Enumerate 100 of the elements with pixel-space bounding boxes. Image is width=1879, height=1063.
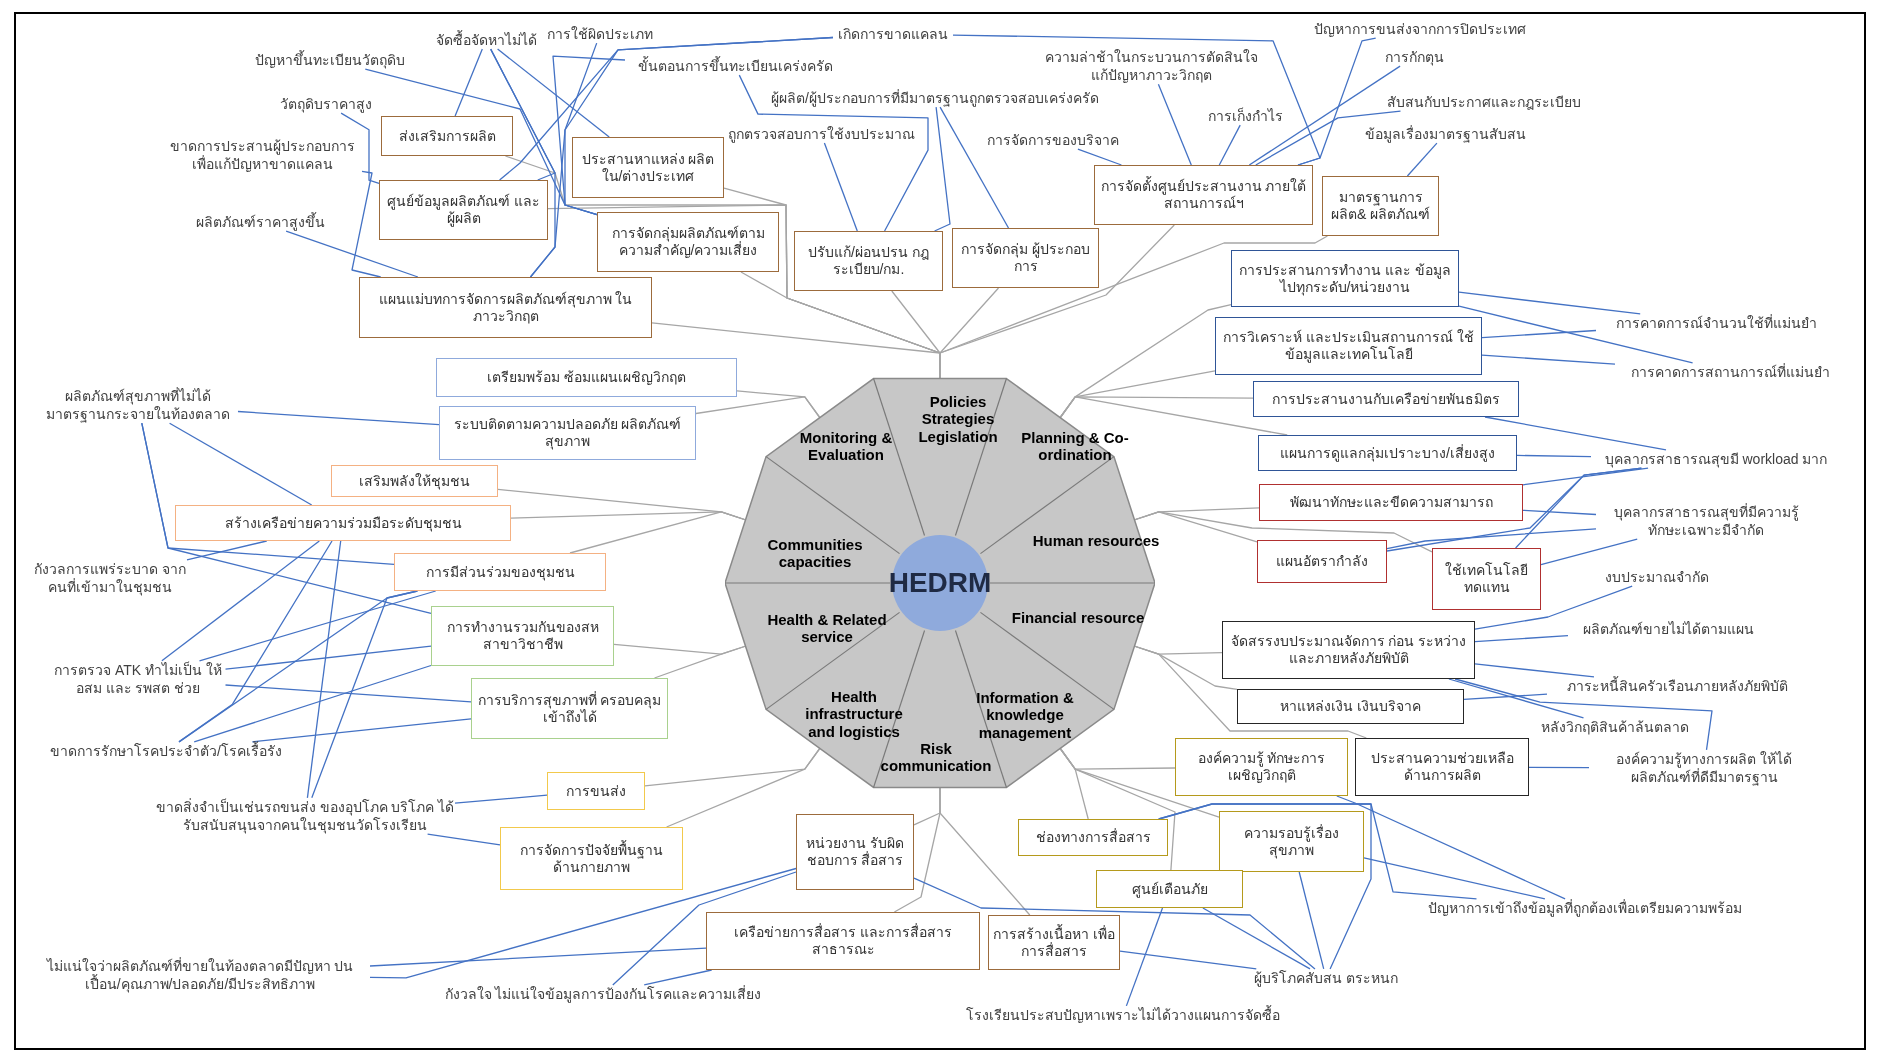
issue-text: สับสนกับประกาศและกฎระเบียบ: [1369, 92, 1599, 112]
issue-text: งบประมาณจำกัด: [1592, 567, 1722, 587]
connector-line: [1158, 803, 1372, 970]
connector-line: [1077, 148, 1123, 166]
connector-line: [1463, 693, 1548, 701]
issue-text: ขาดสิ่งจำเป็นเช่นรถขนส่ง ของอุปโภค บริโภค ได้รับสนับสนุนจากคนในชุมชนวัดโรงเรียน: [155, 797, 455, 835]
issue-text: ปัญหาการเข้าถึงข้อมูลที่ถูกต้องเพื่อเตรียมความพร้อม: [1400, 898, 1770, 918]
issue-text: ผู้ผลิต/ผู้ประกอบการที่มีมาตรฐานถูกตรวจสอบเคร่งครัด: [765, 88, 1105, 108]
connector-line: [1202, 907, 1311, 970]
issue-text: วัตถุดิบราคาสูง: [261, 94, 391, 114]
connector-line: [1125, 907, 1164, 1007]
connector-line: [1406, 142, 1438, 177]
connector-line: [1481, 329, 1597, 339]
connector-line: [1474, 585, 1633, 630]
sector-label: Information & knowledge management: [965, 689, 1085, 741]
issue-text: การเก็งกำไร: [1200, 106, 1290, 126]
strategy-box: หน่วยงาน รับผิดชอบการ สื่อสาร: [796, 814, 914, 890]
connector-line: [168, 422, 313, 506]
connector-line: [237, 410, 440, 426]
sector-label: Risk communication: [876, 739, 996, 775]
strategy-box: ประสานความช่วยเหลือ ด้านการผลิต: [1355, 738, 1529, 796]
strategy-box: ระบบติดตามความปลอดภัย ผลิตภัณฑ์สุขภาพ: [439, 406, 696, 460]
connector-line: [1059, 396, 1288, 436]
strategy-box: แผนแม่บทการจัดการผลิตภัณฑ์สุขภาพ ในภาวะวิกฤต: [359, 277, 652, 338]
connector-line: [1481, 354, 1616, 365]
connector-line: [612, 871, 797, 986]
strategy-box: การจัดการปัจจัยพื้นฐาน ด้านกายภาพ: [500, 827, 683, 890]
connector-line: [529, 36, 834, 278]
issue-text: โรงเรียนประสบปัญหาเพราะไม่ได้วางแผนการจัดซื้อ: [953, 1005, 1293, 1025]
strategy-box: ส่งเสริมการผลิต: [381, 116, 513, 156]
issue-text: ความล่าช้าในกระบวนการตัดสินใจ แก้ปัญหาภาวะวิกฤต: [1036, 47, 1266, 85]
sector-label: Financial resource: [1003, 609, 1153, 627]
strategy-box: การประสานการทำงาน และ ข้อมูลไปทุกระดับ/หน่วยงาน: [1231, 250, 1459, 307]
connector-line: [1474, 634, 1569, 643]
issue-text: ข้อมูลเรื่องมาตรฐานสับสน: [1345, 124, 1545, 144]
connector-line: [1298, 871, 1325, 970]
connector-line: [454, 48, 483, 117]
connector-line: [224, 684, 472, 703]
strategy-box: ช่องทางการสื่อสาร: [1018, 819, 1168, 856]
connector-line: [939, 786, 1031, 916]
connector-line: [1336, 795, 1566, 900]
strategy-box: แผนอัตรากำลัง: [1257, 540, 1387, 583]
issue-text: ผลิตภัณฑ์ขายไม่ได้ตามแผน: [1568, 619, 1768, 639]
strategy-box: เสริมพลังให้ชุมชน: [331, 465, 498, 497]
connector-line: [933, 106, 951, 232]
connector-line: [1474, 663, 1595, 678]
strategy-box: ศูนย์ข้อมูลผลิตภัณฑ์ และผู้ผลิต: [379, 180, 548, 240]
connector-line: [1218, 124, 1241, 166]
connector-line: [1514, 467, 1643, 549]
issue-text: ผลิตภัณฑ์สุขภาพที่ไม่ได้ มาตรฐานกระจายในท้องตลาด: [38, 386, 238, 424]
strategy-box: การจัดกลุ่ม ผู้ประกอบการ: [952, 228, 1099, 288]
strategy-box: ใช้เทคโนโลยี ทดแทน: [1432, 548, 1541, 610]
connector-line: [1522, 467, 1649, 486]
connector-line: [1248, 65, 1401, 166]
connector-line: [1363, 857, 1546, 900]
connector-line: [311, 590, 419, 799]
connector-line: [1458, 291, 1641, 315]
strategy-box: เครือข่ายการสื่อสาร และการสื่อสารสาธารณะ: [706, 912, 980, 970]
sector-label: Monitoring & Evaluation: [793, 428, 899, 464]
connector-line: [1540, 538, 1638, 566]
issue-text: องค์ความรู้ทางการผลิต ให้ได้ผลิตภัณฑ์ที่ดีมีมาตรฐาน: [1589, 749, 1819, 787]
connector-line: [913, 877, 1316, 970]
connector-line: [1528, 766, 1590, 769]
strategy-box: การทำงานรวมกันของสห สาขาวิชาชีพ: [431, 606, 614, 666]
connector-line: [1157, 83, 1192, 166]
strategy-box: ประสานหาแหล่ง ผลิตใน/ต่างประเทศ: [572, 137, 724, 198]
issue-text: เกิดการขาดแคลน: [833, 24, 953, 44]
connector-line: [454, 794, 548, 804]
connector-line: [496, 48, 610, 138]
strategy-box: การขนส่ง: [547, 772, 645, 810]
issue-text: ถูกตรวจสอบการใช้งบประมาณ: [721, 124, 921, 144]
strategy-box: จัดสรรงบประมาณจัดการ ก่อน ระหว่าง และภายหลังภัยพิบัติ: [1222, 621, 1475, 679]
connector-line: [369, 867, 797, 979]
sector-label: Planning & Co-ordination: [1020, 428, 1130, 464]
strategy-box: การมีส่วนร่วมของชุมชน: [394, 553, 606, 591]
connector-line: [823, 142, 858, 232]
connector-line: [695, 396, 821, 419]
strategy-box: การบริการสุขภาพที่ ครอบคลุม เข้าถึงได้: [471, 678, 668, 739]
connector-line: [198, 590, 437, 662]
connector-line: [1458, 305, 1694, 364]
issue-text: ไม่แน่ใจว่าผลิตภัณฑ์ที่ขายในท้องตลาดมีปัญหา ปนเปื้อน/คุณภาพ/ปลอดภัย/มีประสิทธิภาพ: [30, 956, 370, 994]
strategy-box: แผนการดูแลกลุ่มเปราะบาง/เสี่ยงสูง: [1258, 435, 1517, 471]
issue-text: ผู้บริโภคสับสน ตระหนก: [1241, 968, 1411, 988]
issue-text: กังวลการแพร่ระบาด จากคนที่เข้ามาในชุมชน: [25, 559, 195, 597]
connector-line: [1522, 509, 1597, 516]
issue-text: ขาดการประสานผู้ประกอบการ เพื่อแก้ปัญหาขาดแคลน: [162, 136, 362, 174]
issue-text: การตรวจ ATK ทำไม่เป็น ให้ อสม และ รพสต ช่วย: [50, 660, 226, 698]
issue-text: ปัญหาการขนส่งจากการปิดประเทศ: [1300, 19, 1540, 39]
issue-text: ขั้นตอนการขึ้นทะเบียนเคร่งครัด: [625, 56, 845, 76]
issue-text: บุคลากรสาธารณสุขที่มีความรู้ ทักษะเฉพาะมีจำกัด: [1596, 502, 1816, 540]
strategy-box: ความรอบรู้เรื่อง สุขภาพ: [1219, 811, 1364, 872]
issue-text: หลังวิกฤติสินค้าล้นตลาด: [1525, 717, 1705, 737]
connector-line: [1255, 110, 1402, 166]
issue-text: กังวลใจ ไม่แน่ใจข้อมูลการป้องกันโรคและความเสี่ยง: [413, 984, 793, 1004]
strategy-box: ศูนย์เตือนภัย: [1096, 870, 1243, 908]
connector-line: [643, 969, 713, 986]
connector-line: [141, 422, 432, 614]
issue-text: การกักตุน: [1369, 47, 1459, 67]
strategy-box: การวิเคราะห์ และประเมินสถานการณ์ ใช้ข้อมูลและเทคโนโลยี: [1215, 317, 1482, 375]
sector-label: Health infrastructure and logistics: [796, 688, 912, 740]
